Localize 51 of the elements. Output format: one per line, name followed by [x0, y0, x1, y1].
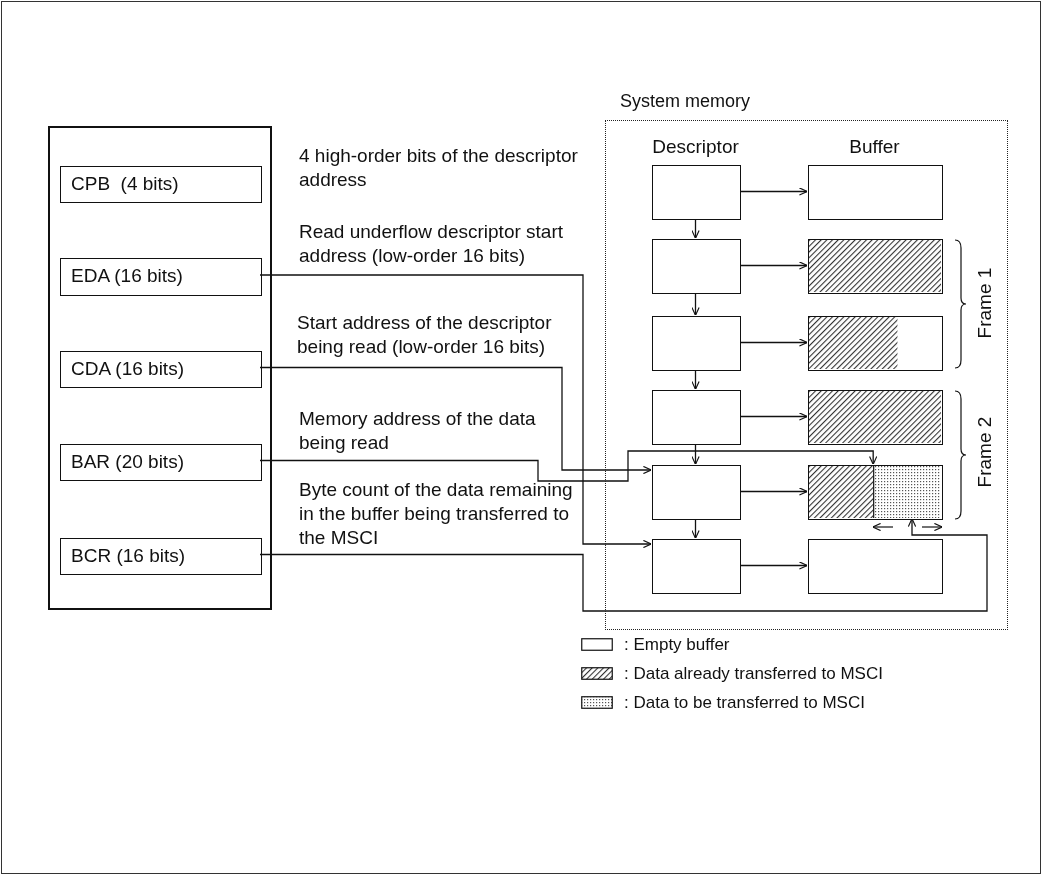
buffer-box [808, 390, 943, 445]
buffer-box [808, 465, 943, 520]
descriptor-box [652, 465, 741, 520]
register-box [60, 444, 262, 481]
legend-text: : Data already transferred to MSCI [624, 663, 883, 685]
column-heading: Descriptor [651, 135, 740, 159]
arrow [691, 518, 700, 539]
register-box [60, 538, 262, 575]
arrow [739, 338, 808, 347]
chip-box [48, 126, 272, 610]
descriptor-box [652, 539, 741, 594]
buffer-box [808, 165, 943, 220]
register-box [60, 351, 262, 388]
frame-label: Frame 2 [973, 416, 996, 488]
arrow [691, 369, 700, 390]
buffer-box [808, 316, 943, 371]
arrow [259, 274, 652, 549]
frame-label: Frame 1 [973, 267, 996, 339]
descriptor-box [652, 165, 741, 220]
note: Byte count of the data remaining in the buffer being transferred to the MSCI [299, 478, 574, 550]
buffer-box [808, 539, 943, 594]
column-heading: Buffer [848, 135, 901, 159]
register-name: BAR (20 bits) [71, 451, 184, 473]
arrow [739, 412, 808, 421]
register-box [60, 166, 262, 203]
descriptor-box [652, 390, 741, 445]
arrow [739, 561, 808, 570]
region-title: System memory [620, 91, 751, 112]
register-name: CDA (16 bits) [71, 358, 184, 380]
descriptor-box [652, 316, 741, 371]
note: Memory address of the data being read [299, 407, 537, 455]
note: Start address of the descriptor being read (low-order 16 bits) [297, 311, 553, 359]
legend-text: : Data to be transferred to MSCI [624, 692, 865, 714]
arrow [259, 450, 878, 482]
arrow [691, 218, 700, 239]
register-name: EDA (16 bits) [71, 265, 183, 287]
register-name: CPB (4 bits) [71, 173, 179, 195]
register-name: BCR (16 bits) [71, 545, 186, 567]
arrow [739, 261, 808, 270]
note: 4 high-order bits of the descriptor address [299, 144, 579, 192]
arrow [691, 443, 700, 465]
arrow [259, 366, 652, 475]
arrow [739, 187, 808, 196]
arrow [259, 518, 988, 612]
legend-text: : Empty buffer [624, 634, 730, 656]
arrow [739, 487, 808, 496]
register-box [60, 258, 262, 296]
buffer-box [808, 239, 943, 294]
note: Read underflow descriptor start address (low-order 16 bits) [299, 220, 564, 268]
descriptor-box [652, 239, 741, 294]
arrow [691, 292, 700, 316]
